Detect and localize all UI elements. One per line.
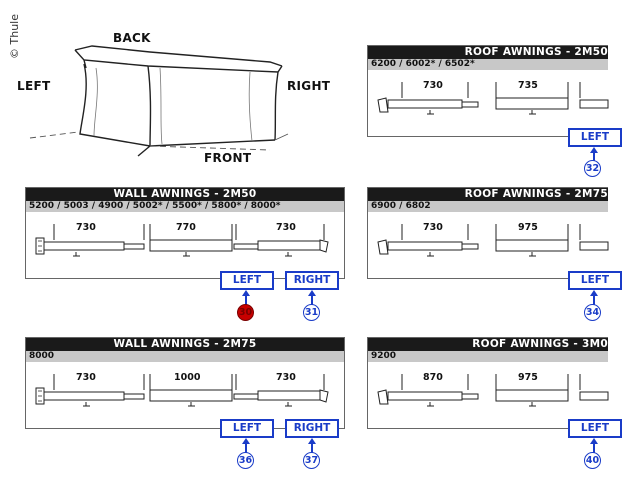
right-button-2m50-wall[interactable]: RIGHT <box>285 271 339 290</box>
panel-title: WALL AWNINGS - 2M75 <box>26 338 344 351</box>
awning-orientation-sketch <box>29 45 289 157</box>
awning-bar-drawing <box>377 374 609 407</box>
panel-parts-diagram: 730 735 <box>368 70 609 136</box>
part-reference-badge[interactable]: 36 <box>237 452 254 469</box>
panel-wall-awnings-2m75: WALL AWNINGS - 2M75 8000 730 1000 730 <box>25 337 345 429</box>
dimension-label: 730 <box>76 222 96 233</box>
panel-parts-diagram: 730 1000 730 <box>26 362 344 428</box>
awning-bar-drawing <box>377 224 609 257</box>
right-button-2m75-wall[interactable]: RIGHT <box>285 419 339 438</box>
dimension-label: 730 <box>276 222 296 233</box>
panel-title: ROOF AWNINGS - 2M50 <box>368 46 608 59</box>
panel-models: 8000 <box>26 351 344 362</box>
left-button-2m75-roof[interactable]: LEFT <box>568 271 622 290</box>
dimension-label: 1000 <box>174 372 201 383</box>
dimension-label: 870 <box>423 372 443 383</box>
panel-parts-diagram: 730 975 <box>368 212 609 278</box>
panel-title: ROOF AWNINGS - 2M75 <box>368 188 608 201</box>
panel-parts-diagram: 870 975 <box>368 362 609 428</box>
direction-front: FRONT <box>204 151 252 165</box>
panel-parts-diagram: 730 770 730 <box>26 212 344 278</box>
part-reference-badge[interactable]: 31 <box>303 304 320 321</box>
direction-left: LEFT <box>17 79 51 93</box>
dimension-label: 730 <box>76 372 96 383</box>
awning-bar-drawing <box>35 224 329 257</box>
panel-roof-awnings-3m00: ROOF AWNINGS - 3M0 9200 870 975 <box>367 337 609 429</box>
panel-wall-awnings-2m50: WALL AWNINGS - 2M50 5200 / 5003 / 4900 /… <box>25 187 345 279</box>
dimension-label: 975 <box>518 372 538 383</box>
awning-bar-drawing <box>35 374 329 407</box>
panel-title: WALL AWNINGS - 2M50 <box>26 188 344 201</box>
dimension-label: 730 <box>423 80 443 91</box>
direction-back: BACK <box>113 31 151 45</box>
awning-bar-drawing <box>377 82 609 115</box>
panel-models: 6200 / 6002* / 6502* <box>368 59 608 70</box>
part-reference-badge[interactable]: 37 <box>303 452 320 469</box>
direction-right: RIGHT <box>287 79 331 93</box>
part-reference-badge[interactable]: 34 <box>584 304 601 321</box>
panel-models: 6900 / 6802 <box>368 201 608 212</box>
dimension-label: 975 <box>518 222 538 233</box>
panel-models: 5200 / 5003 / 4900 / 5002* / 5500* / 580… <box>26 201 344 212</box>
dimension-label: 735 <box>518 80 538 91</box>
dimension-label: 730 <box>423 222 443 233</box>
panel-models: 9200 <box>368 351 608 362</box>
panel-roof-awnings-2m75: ROOF AWNINGS - 2M75 6900 / 6802 730 975 <box>367 187 609 279</box>
panel-roof-awnings-2m50: ROOF AWNINGS - 2M50 6200 / 6002* / 6502*… <box>367 45 609 137</box>
dimension-label: 730 <box>276 372 296 383</box>
dimension-label: 770 <box>176 222 196 233</box>
part-reference-badge[interactable]: 40 <box>584 452 601 469</box>
left-button-2m50-wall[interactable]: LEFT <box>220 271 274 290</box>
left-button-2m50-roof[interactable]: LEFT <box>568 128 622 147</box>
left-button-2m75-wall[interactable]: LEFT <box>220 419 274 438</box>
panel-title: ROOF AWNINGS - 3M0 <box>368 338 608 351</box>
part-reference-badge-active[interactable]: 30 <box>237 304 254 321</box>
left-button-3m00-roof[interactable]: LEFT <box>568 419 622 438</box>
part-reference-badge[interactable]: 32 <box>584 160 601 177</box>
